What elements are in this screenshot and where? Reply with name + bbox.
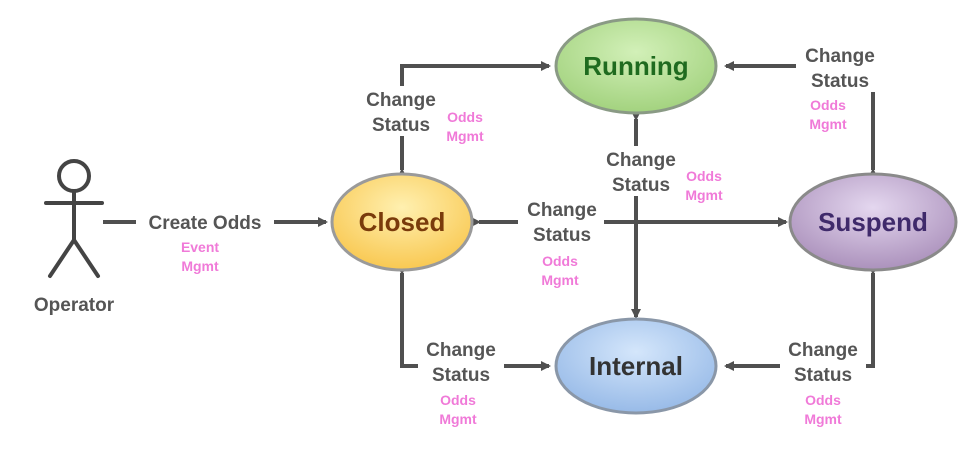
suspend-running-sub2: Mgmt [809, 116, 847, 132]
closed-suspend-sub1: Odds [542, 253, 578, 269]
closed-suspend-line1: Change [527, 200, 597, 221]
closed-running-line2: Status [372, 115, 430, 136]
suspend-internal-line2: Status [794, 365, 852, 386]
edge-label-running-internal: Change Status Odds Mgmt [598, 146, 723, 203]
suspend-internal-line1: Change [788, 340, 858, 361]
operator-actor-icon [44, 159, 104, 278]
edge-label-closed-internal: Change Status Odds Mgmt [418, 338, 504, 427]
closed-internal-sub2: Mgmt [439, 411, 477, 427]
state-running[interactable]: Running [554, 17, 718, 115]
edge-label-closed-running: Change Status Odds Mgmt [358, 86, 484, 144]
state-closed[interactable]: Closed [330, 172, 474, 272]
closed-running-sub2: Mgmt [446, 128, 484, 144]
state-suspend[interactable]: Suspend [788, 172, 958, 272]
create-sub1: Event [181, 239, 219, 255]
suspend-running-sub1: Odds [810, 97, 846, 113]
edge-label-suspend-internal: Change Status Odds Mgmt [780, 338, 866, 427]
suspend-internal-sub2: Mgmt [804, 411, 842, 427]
running-internal-sub1: Odds [686, 168, 722, 184]
closed-internal-line1: Change [426, 340, 496, 361]
edge-label-create: Create Odds Event Mgmt [136, 208, 274, 274]
operator-label: Operator [34, 295, 115, 316]
closed-internal-line2: Status [432, 365, 490, 386]
closed-running-sub1: Odds [447, 109, 483, 125]
create-odds-label: Create Odds [149, 213, 262, 234]
suspend-internal-sub1: Odds [805, 392, 841, 408]
closed-suspend-line2: Status [533, 225, 591, 246]
running-internal-line2: Status [612, 175, 670, 196]
edge-label-suspend-running: Change Status Odds Mgmt [796, 42, 882, 132]
closed-internal-sub1: Odds [440, 392, 476, 408]
running-internal-sub2: Mgmt [685, 187, 723, 203]
edge-label-closed-suspend: Change Status Odds Mgmt [518, 196, 604, 288]
state-running-label: Running [583, 51, 688, 81]
edge-suspend-internal [724, 265, 878, 371]
state-closed-label: Closed [359, 207, 446, 237]
state-internal[interactable]: Internal [554, 317, 718, 415]
running-internal-line1: Change [606, 150, 676, 171]
state-suspend-label: Suspend [818, 207, 928, 237]
state-internal-label: Internal [589, 351, 683, 381]
suspend-running-line2: Status [811, 71, 869, 92]
closed-suspend-sub2: Mgmt [541, 272, 579, 288]
create-sub2: Mgmt [181, 258, 219, 274]
closed-running-line1: Change [366, 90, 436, 111]
suspend-running-line1: Change [805, 46, 875, 67]
